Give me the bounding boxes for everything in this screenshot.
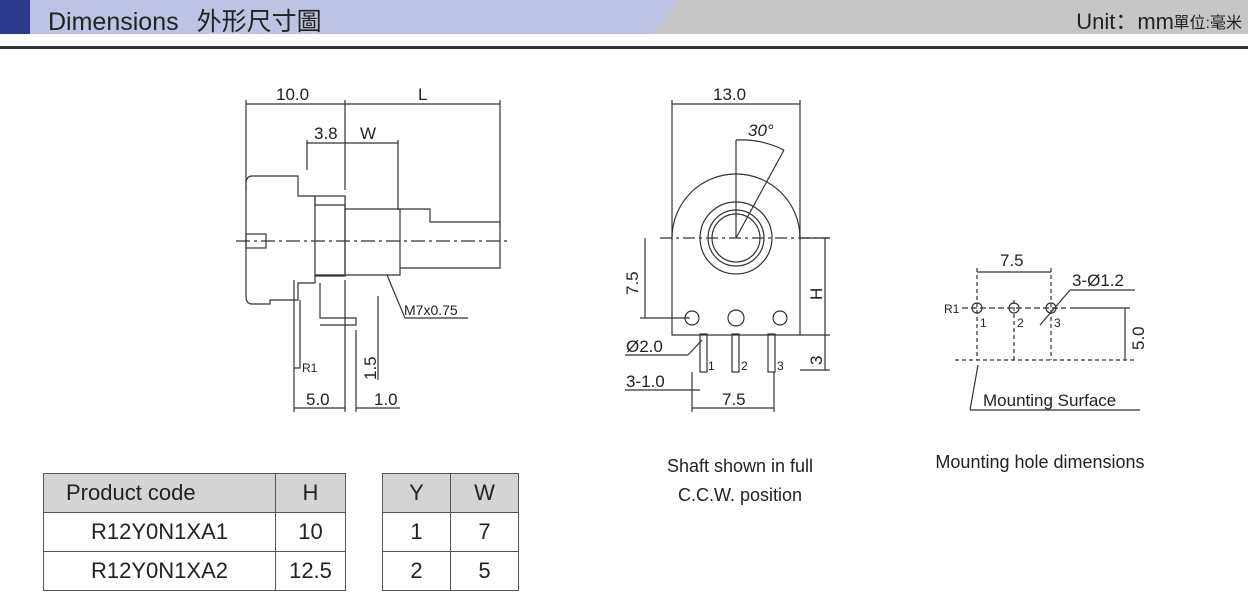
caption-line-1: Shaft shown in full — [666, 456, 814, 476]
cell-Y: 1 — [382, 512, 451, 552]
dim-13: 13.0 — [713, 85, 746, 104]
caption-line-2: C.C.W. position — [677, 485, 803, 505]
header-W: W — [450, 473, 519, 513]
title-cn: 外形尺寸圖 — [196, 8, 322, 36]
dim-W: W — [360, 124, 376, 143]
unit-label-cn: 單位:毫米 — [1173, 15, 1242, 32]
dim-10: 10.0 — [276, 85, 309, 104]
hole-r1-label: R1 — [944, 302, 960, 316]
mounting-surface-label: Mounting Surface — [983, 391, 1116, 410]
pin-r1-label: R1 — [302, 361, 318, 375]
cell-W: 7 — [450, 512, 519, 552]
dim-5-0: 5.0 — [306, 390, 330, 409]
front-view-drawing — [625, 100, 830, 412]
dim-3-8: 3.8 — [314, 124, 338, 143]
thread-label: M7x0.75 — [404, 302, 458, 318]
header-Y: Y — [382, 473, 451, 513]
dim-7-5: 7.5 — [722, 390, 746, 409]
hole-2-label: 2 — [1017, 316, 1024, 330]
angle-label: 30° — [748, 121, 774, 140]
pin2-label: 2 — [741, 359, 748, 373]
mounting-hole-drawing — [955, 268, 1140, 411]
cell-Y: 2 — [382, 551, 451, 591]
hole-1-label: 1 — [980, 316, 987, 330]
cell-code: R12Y0N1XA2 — [43, 551, 276, 591]
dim-3: 3 — [807, 356, 826, 365]
cell-H: 12.5 — [275, 551, 346, 591]
pin1-label: 1 — [708, 359, 715, 373]
dia-label: Ø2.0 — [626, 337, 663, 356]
dim-L: L — [418, 85, 427, 104]
dim-1-5: 1.5 — [361, 356, 380, 380]
hole-3-label: 3 — [1054, 316, 1061, 330]
header-H: H — [275, 473, 346, 513]
cell-H: 10 — [275, 512, 346, 552]
dim-1-0: 1.0 — [374, 390, 398, 409]
header-bar: Dimensions 外形尺寸圖 Unit：mm 單位:毫米 — [0, 0, 1248, 36]
hole-dim-5-0: 5.0 — [1129, 326, 1148, 350]
pin3-label: 3 — [777, 359, 784, 373]
title-en: Dimensions — [48, 8, 179, 36]
header-marker — [0, 0, 30, 34]
cell-code: R12Y0N1XA1 — [43, 512, 276, 552]
header-rule — [0, 46, 1248, 49]
page-title: Dimensions 外形尺寸圖 — [48, 2, 322, 38]
pins-label: 3-1.0 — [626, 372, 665, 391]
unit-label: Unit：mm — [1076, 9, 1174, 34]
header-accent — [0, 0, 680, 34]
dim-7-5-vertical: 7.5 — [623, 271, 642, 295]
holes-label: 3-Ø1.2 — [1072, 271, 1124, 290]
hole-dim-7-5: 7.5 — [1000, 251, 1024, 270]
dim-H: H — [807, 288, 826, 300]
side-view-drawing — [236, 100, 510, 412]
hole-view-caption: Mounting hole dimensions — [935, 452, 1145, 472]
cell-W: 5 — [450, 551, 519, 591]
header-product-code: Product code — [43, 473, 276, 513]
